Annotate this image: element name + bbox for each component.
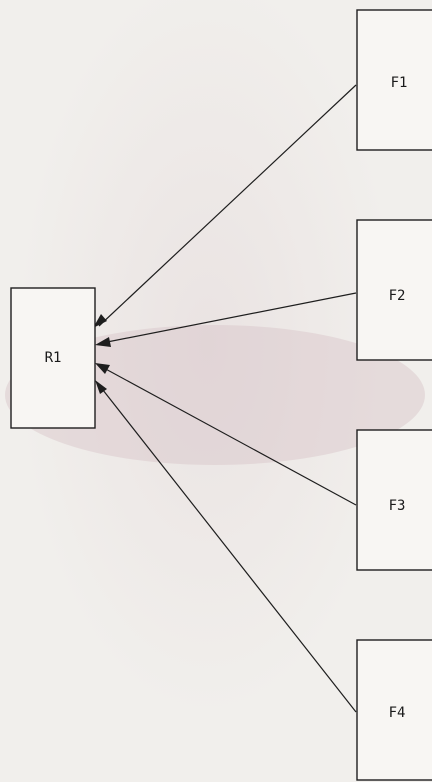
edge-line-f3-r1 <box>101 366 357 506</box>
node-f2: F2 <box>356 219 432 361</box>
node-f1: F1 <box>356 9 432 151</box>
edge-line-f2-r1 <box>101 292 357 344</box>
edge-line-f1-r1 <box>98 84 357 327</box>
arrowhead-f2-r1 <box>95 337 111 347</box>
edge-f1-r1 <box>93 84 357 328</box>
node-f4: F4 <box>356 639 432 781</box>
node-f1-label: F1 <box>391 75 408 91</box>
watermark-ellipse <box>5 325 425 465</box>
edge-f3-r1 <box>95 363 357 506</box>
node-f3-label: F3 <box>389 498 406 514</box>
edge-f2-r1 <box>95 292 357 347</box>
arrowhead-f4-r1 <box>95 380 107 394</box>
node-f3-box <box>356 429 432 571</box>
node-f3: F3 <box>356 429 432 571</box>
node-r1: R1 <box>10 287 96 429</box>
watermark-seal <box>5 325 425 465</box>
node-f4-label: F4 <box>389 705 406 721</box>
arrowhead-f1-r1 <box>93 314 107 328</box>
node-f2-label: F2 <box>389 288 406 304</box>
node-f2-box <box>356 219 432 361</box>
node-r1-box <box>10 287 96 429</box>
node-f4-box <box>356 639 432 781</box>
edge-f4-r1 <box>95 380 357 713</box>
node-r1-label: R1 <box>45 350 62 366</box>
node-f1-box <box>356 9 432 151</box>
arrowhead-f3-r1 <box>95 363 110 374</box>
edge-line-f4-r1 <box>98 384 357 713</box>
